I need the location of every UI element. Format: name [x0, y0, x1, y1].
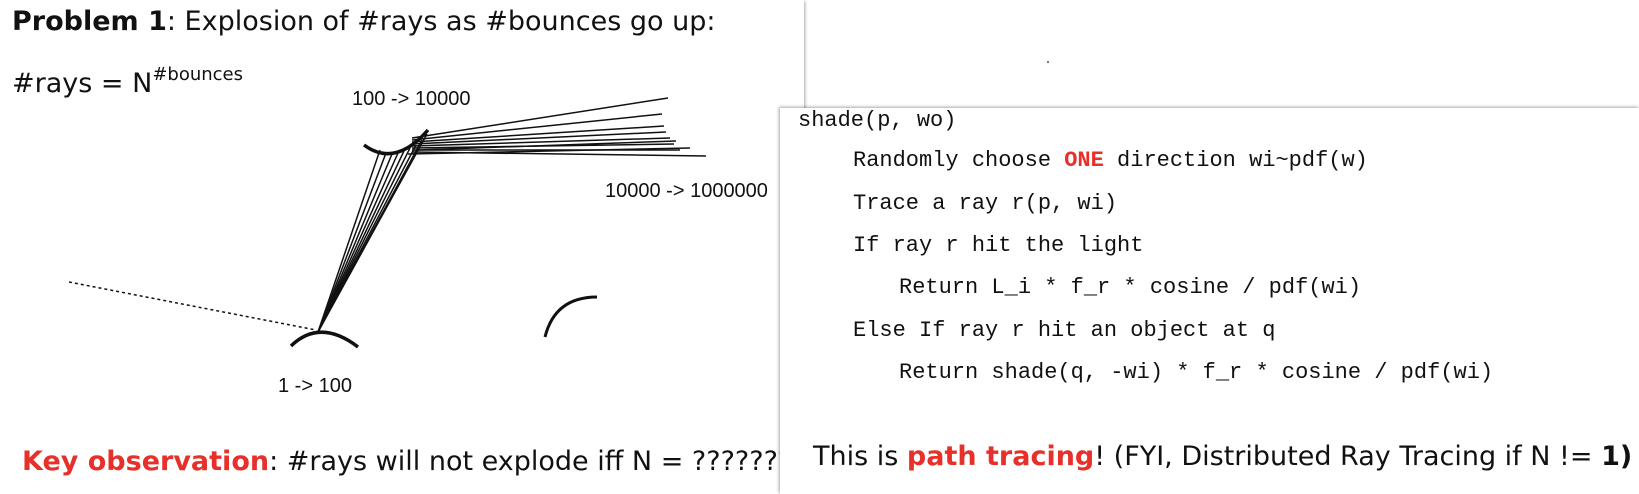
label-second-bounce: 100 -> 10000 — [352, 88, 471, 110]
conclusion-bold-end: 1) — [1601, 441, 1633, 472]
code-line-7: Return shade(q, -wi) * f_r * cosine / pd… — [899, 360, 1494, 385]
code-line-6: Else If ray r hit an object at q — [853, 318, 1276, 343]
code-line-2: Randomly choose ONE direction wi~pdf(w) — [853, 148, 1368, 173]
label-third-bounce: 10000 -> 1000000 — [605, 180, 768, 202]
conclusion-mid: ! (FYI, Distributed Ray Tracing if N != — [1094, 441, 1602, 472]
surface-1 — [289, 330, 360, 349]
code-line-3: Trace a ray r(p, wi) — [853, 191, 1118, 216]
stray-dot — [1047, 61, 1049, 63]
pseudocode-panel: shade(p, wo) Randomly choose ONE directi… — [780, 108, 1639, 494]
label-first-bounce: 1 -> 100 — [278, 375, 352, 397]
formula-exponent: #bounces — [152, 64, 243, 85]
problem-title-bold: Problem 1 — [12, 6, 167, 37]
key-observation: Key observation: #rays will not explode … — [22, 446, 792, 477]
code-line-1: shade(p, wo) — [798, 108, 957, 133]
code-line-4: If ray r hit the light — [853, 233, 1144, 258]
rays-formula: #rays = N#bounces — [12, 64, 243, 99]
key-observation-rest: : #rays will not explode iff N = ??????? — [269, 446, 793, 477]
problem-title-rest: : Explosion of #rays as #bounces go up: — [166, 6, 716, 37]
code-keyword-one: ONE — [1064, 148, 1104, 173]
code-line-2-pre: Randomly choose — [853, 148, 1065, 173]
surface-3 — [543, 295, 598, 338]
problem-title: Problem 1: Explosion of #rays as #bounce… — [12, 6, 715, 37]
problem-slide-panel: Problem 1: Explosion of #rays as #bounce… — [0, 0, 804, 494]
key-observation-bold: Key observation — [22, 446, 270, 477]
conclusion-highlight: path tracing — [906, 441, 1095, 472]
code-line-2-post: direction wi~pdf(w) — [1103, 148, 1368, 173]
second-bounce-rays — [407, 97, 707, 157]
first-bounce-rays — [317, 133, 428, 333]
ray-explosion-diagram — [68, 97, 707, 349]
conclusion-pre: This is — [813, 441, 907, 472]
conclusion-text: This is path tracing! (FYI, Distributed … — [813, 441, 1632, 472]
formula-base: #rays = N — [12, 68, 153, 99]
incoming-ray — [68, 281, 317, 331]
code-line-5: Return L_i * f_r * cosine / pdf(wi) — [899, 275, 1362, 300]
